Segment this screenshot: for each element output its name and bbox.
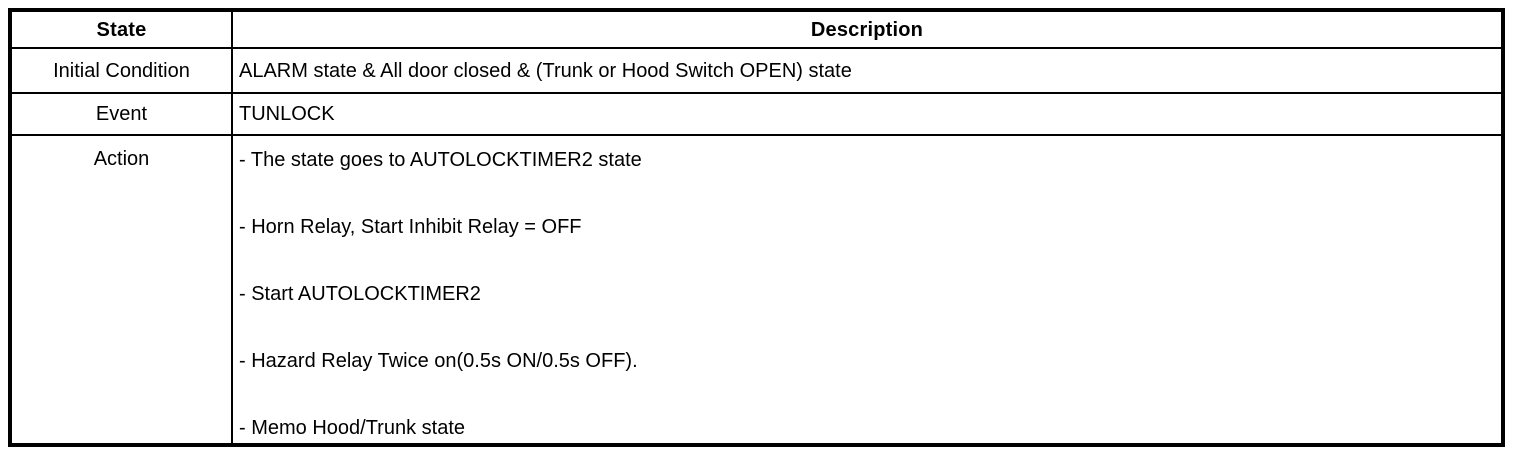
action-item: - Horn Relay, Start Inhibit Relay = OFF [239,216,582,238]
action-item: - Memo Hood/Trunk state [239,417,466,439]
table-row: Action - The state goes to AUTOLOCKTIMER… [9,134,1504,446]
table-row: Event TUNLOCK [9,92,1504,136]
event-label: Event [9,92,233,136]
action-item: - The state goes to AUTOLOCKTIMER2 state [239,149,642,171]
action-item: - Start AUTOLOCKTIMER2 [239,283,481,305]
state-column-header: State [9,9,233,49]
initial-condition-label: Initial Condition [9,47,233,94]
action-label: Action [9,134,233,446]
action-item: - Hazard Relay Twice on(0.5s ON/0.5s OFF… [239,350,638,372]
table-row: Initial Condition ALARM state & All door… [9,47,1504,94]
description-column-header: Description [231,9,1504,49]
initial-condition-value: ALARM state & All door closed & (Trunk o… [231,47,1504,94]
table-header-row: State Description [9,9,1504,49]
state-description-table: State Description Initial Condition ALAR… [8,8,1505,447]
event-value: TUNLOCK [231,92,1504,136]
action-items: - The state goes to AUTOLOCKTIMER2 state… [231,134,1504,446]
